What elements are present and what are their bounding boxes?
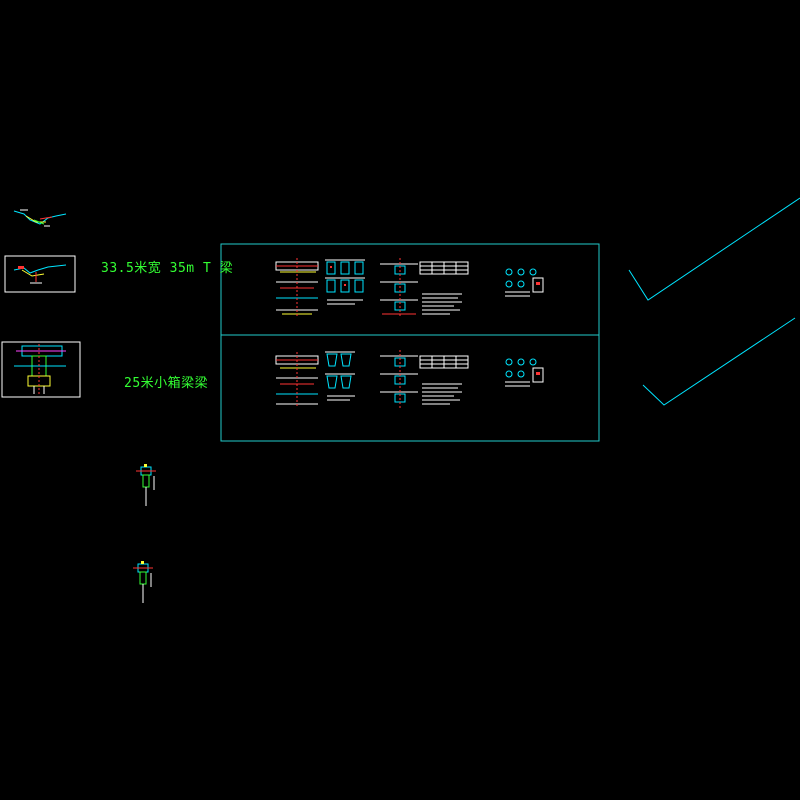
t-beam-title-label: 33.5米宽 35m T 梁 bbox=[101, 261, 234, 276]
t-beam-table-notes bbox=[419, 261, 469, 315]
detail-box-2[interactable] bbox=[1, 341, 81, 398]
t-beam-elevation bbox=[275, 258, 319, 316]
box-girder-cross-sections bbox=[325, 351, 355, 401]
t-beam-cross-sections bbox=[325, 259, 365, 305]
t-beam-reinforcement-details bbox=[380, 258, 418, 318]
t-beam-small-details bbox=[505, 268, 544, 297]
diagonal-line-upper bbox=[628, 197, 800, 301]
t-beam-drawing-set[interactable] bbox=[275, 258, 544, 318]
box-girder-title-label: 25米小箱梁梁 bbox=[124, 376, 209, 391]
section-sketch-top-left bbox=[13, 209, 67, 227]
detail-box-1[interactable] bbox=[4, 255, 76, 293]
box-girder-drawing-set[interactable] bbox=[275, 350, 544, 408]
diagonal-line-lower bbox=[642, 317, 796, 406]
pier-detail-1[interactable] bbox=[136, 464, 156, 506]
box-girder-small-details bbox=[505, 358, 544, 387]
box-girder-table-notes bbox=[419, 355, 469, 405]
box-girder-elevation bbox=[275, 352, 319, 408]
sheet-frame[interactable] bbox=[220, 243, 600, 442]
box-girder-reinforcement-details bbox=[380, 350, 418, 408]
pier-detail-2[interactable] bbox=[133, 561, 153, 603]
